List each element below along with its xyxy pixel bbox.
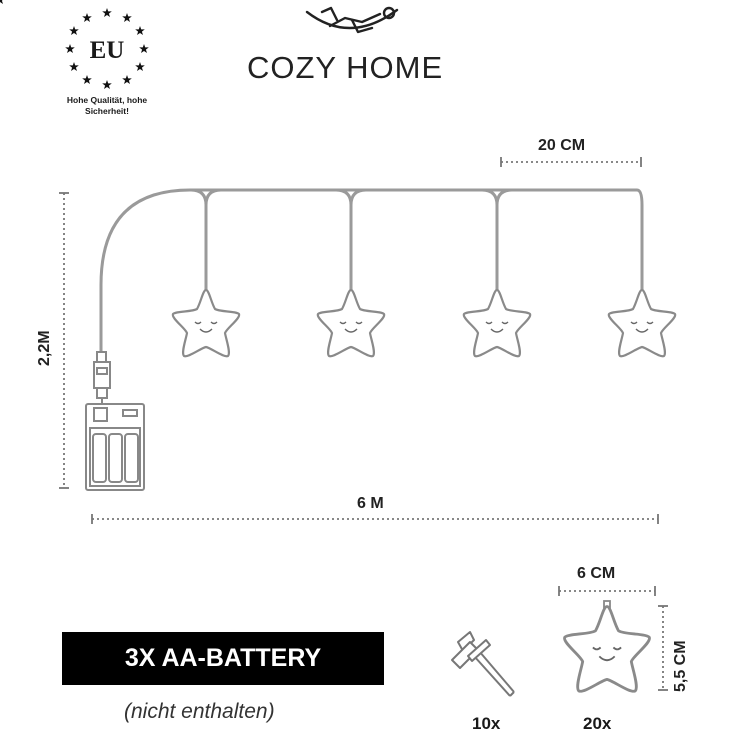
eu-label: EU <box>89 37 125 64</box>
light-string-wire <box>99 188 644 352</box>
eu-stars-icon <box>0 0 149 89</box>
length-label: 6 M <box>357 495 384 512</box>
star-light <box>607 288 677 358</box>
height-label: 2,2M <box>36 330 53 366</box>
star-light <box>316 288 386 358</box>
battery-banner: 3X AA-BATTERY <box>62 632 384 685</box>
brand-name: COZY HOME <box>247 50 444 85</box>
dimension-lines <box>63 161 664 690</box>
battery-box-icon <box>85 403 145 491</box>
stars-count: 20x <box>583 714 612 733</box>
clips-count: 10x <box>472 714 501 733</box>
star-width-label: 6 CM <box>577 565 616 582</box>
star-height-label: 5,5 CM <box>672 640 689 692</box>
person-hammock-icon <box>305 6 399 34</box>
eu-tagline: Hohe Qualität, hohe Sicherheit! <box>66 95 148 116</box>
star-light <box>171 288 241 358</box>
usb-plug-icon <box>93 351 111 404</box>
battery-note: (nicht enthalten) <box>124 700 275 723</box>
star-spacing-label: 20 CM <box>538 137 586 154</box>
star-light <box>462 288 532 358</box>
suction-hook-icon <box>451 631 515 697</box>
star-light-detail <box>563 600 651 693</box>
